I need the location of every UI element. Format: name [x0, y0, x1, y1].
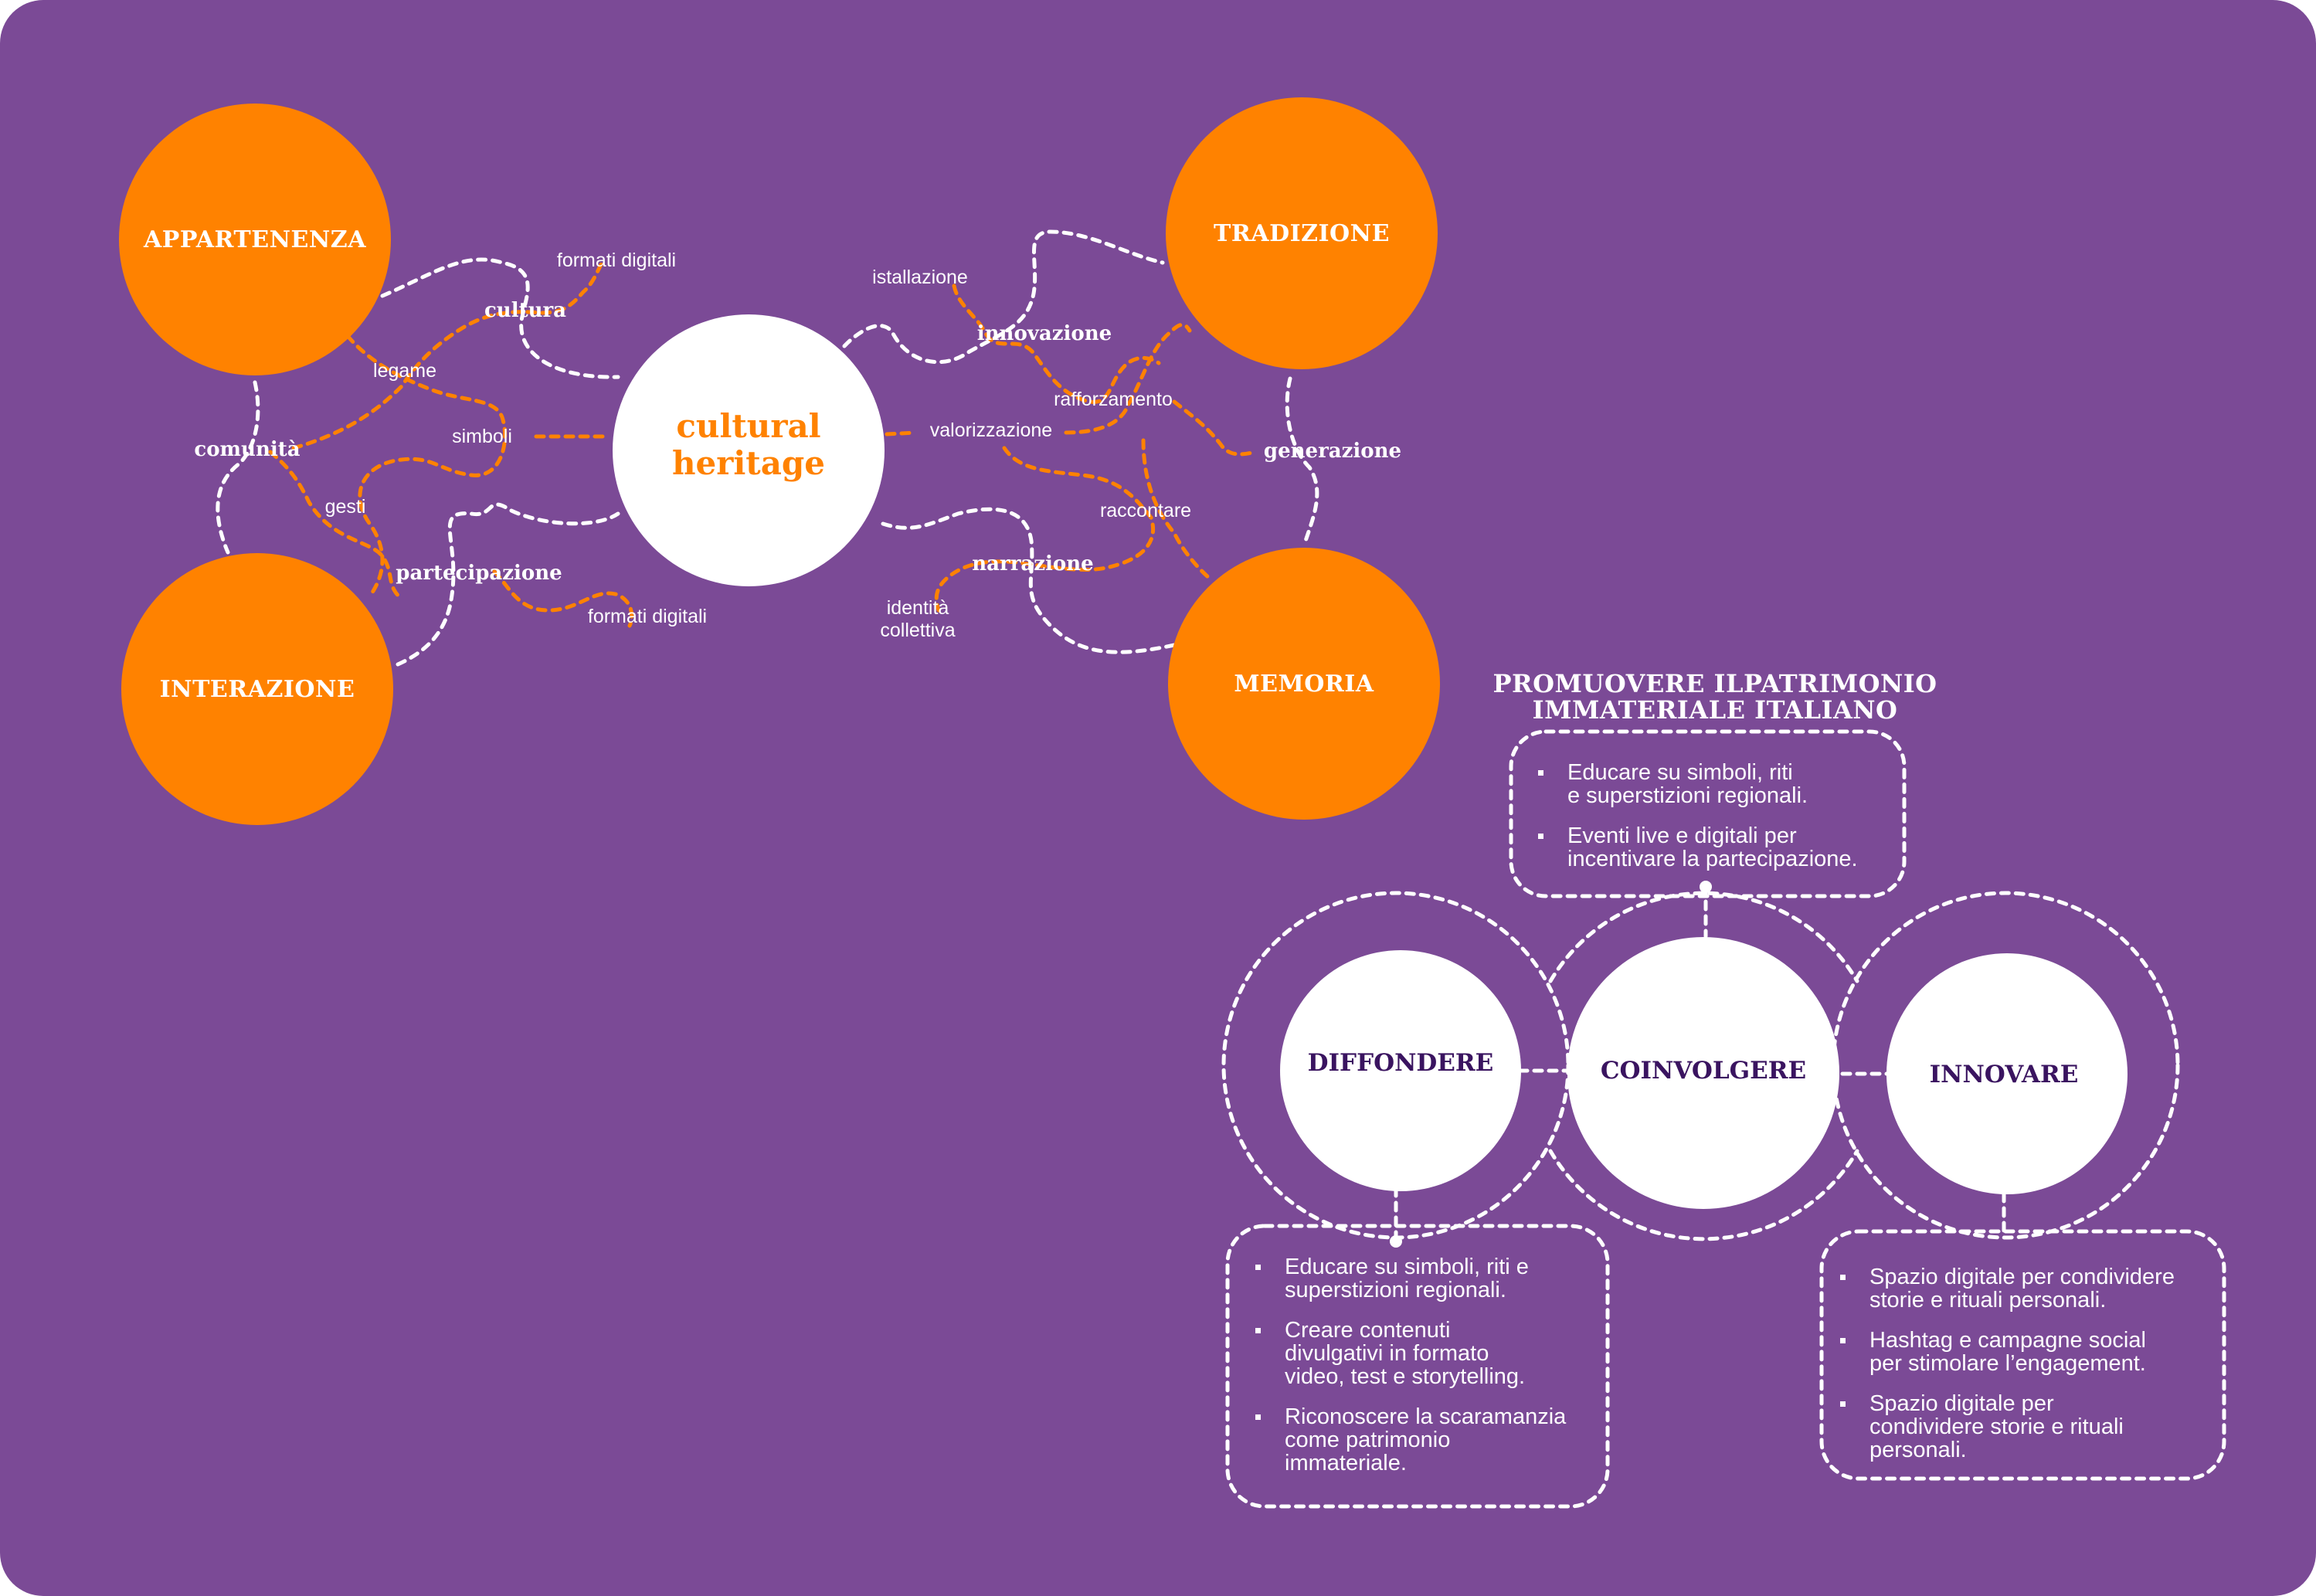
- appartenenza-circle: [119, 104, 391, 375]
- strategy-title-line2: IMMATERIALE ITALIANO: [1532, 695, 1898, 725]
- word-cultura: cultura: [484, 299, 566, 322]
- orange-connectors-left: [268, 260, 634, 628]
- strategy-label-diffondere: DIFFONDERE: [1308, 1049, 1494, 1077]
- word-raccontare: raccontare: [1100, 500, 1191, 521]
- orange-connectors-right: [885, 284, 1258, 613]
- coinvolgere-connector-dot: [1700, 881, 1712, 893]
- word-simboli: simboli: [452, 426, 512, 447]
- word-identita-line2: collettiva: [880, 620, 955, 641]
- center-label-line1: cultural: [676, 407, 820, 445]
- node-label-appartenenza: APPARTENENZA: [143, 226, 366, 253]
- center-label-line2: heritage: [672, 444, 825, 482]
- strategy-title-line1: PROMUOVERE ILPATRIMONIO: [1492, 669, 1937, 698]
- white-connectors-left: [216, 257, 620, 667]
- strategy-label-coinvolgere: COINVOLGERE: [1601, 1057, 1806, 1085]
- cultural-heritage-circle: [613, 314, 885, 586]
- interazione-circle: [121, 553, 393, 825]
- word-gesti: gesti: [325, 496, 366, 518]
- word-legame: legame: [373, 360, 436, 382]
- word-generazione: generazione: [1264, 440, 1401, 463]
- tradizione-circle: [1166, 97, 1438, 369]
- node-label-interazione: INTERAZIONE: [160, 676, 355, 703]
- memoria-circle: [1168, 548, 1440, 820]
- word-innovazione: innovazione: [977, 322, 1112, 345]
- coinvolgere-circle: [1567, 937, 1839, 1209]
- word-formati-digitali-bottom: formati digitali: [588, 606, 707, 627]
- word-rafforzamento: rafforzamento: [1054, 389, 1173, 410]
- word-valorizzazione: valorizzazione: [930, 419, 1052, 441]
- node-label-memoria: MEMORIA: [1234, 671, 1374, 698]
- word-formati-digitali-top: formati digitali: [557, 250, 676, 271]
- node-label-tradizione: TRADIZIONE: [1214, 220, 1390, 247]
- diffondere-connector-dot: [1390, 1235, 1402, 1248]
- word-identita-line1: identità: [887, 597, 949, 619]
- word-partecipazione: partecipazione: [396, 562, 562, 585]
- white-connectors-right: [842, 229, 1319, 654]
- diffondere-circle: [1280, 950, 1521, 1191]
- innovare-circle: [1886, 953, 2128, 1194]
- word-istallazione: istallazione: [872, 267, 968, 288]
- word-comunita: comunità: [194, 438, 300, 461]
- strategy-title: PROMUOVERE ILPATRIMONIO IMMATERIALE ITAL…: [1468, 671, 1962, 723]
- word-narrazione: narrazione: [972, 552, 1093, 576]
- strategy-label-innovare: INNOVARE: [1930, 1061, 2079, 1088]
